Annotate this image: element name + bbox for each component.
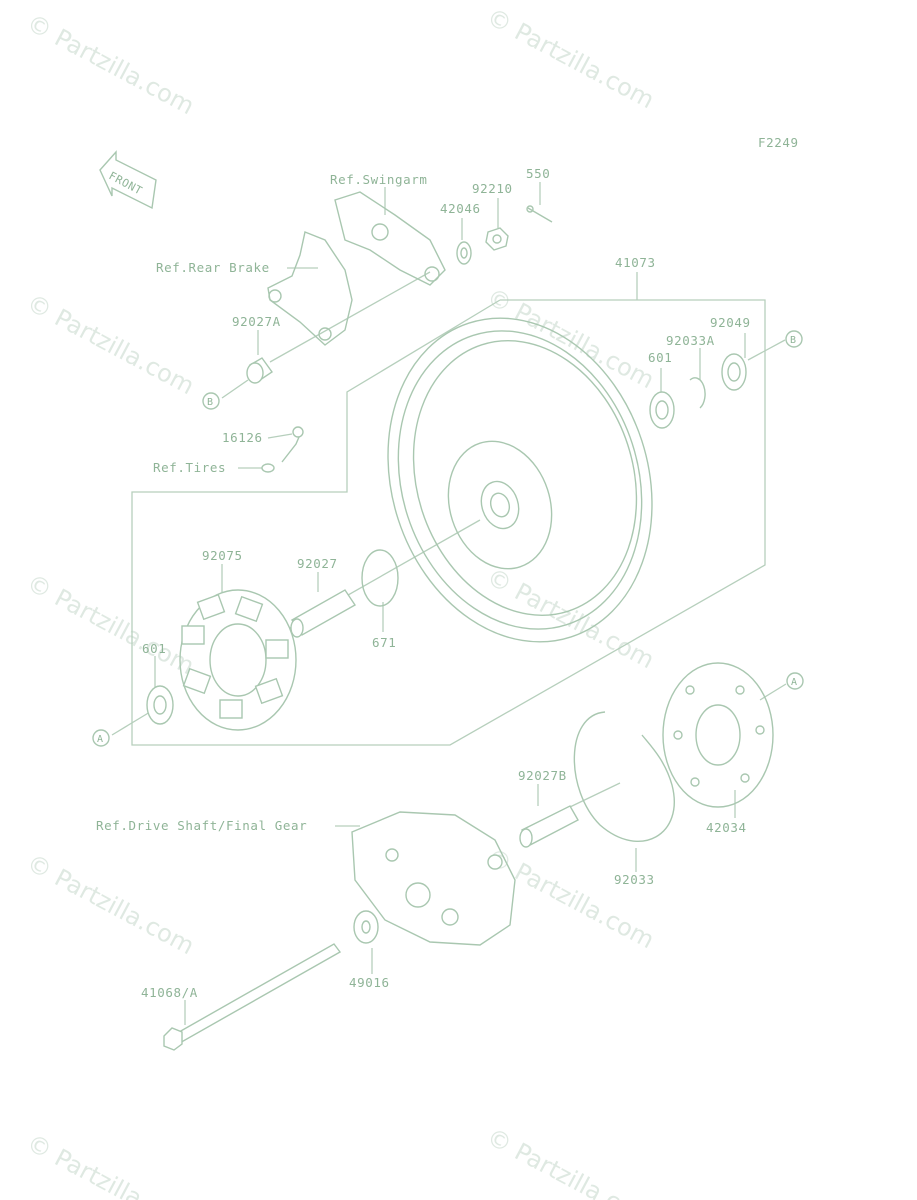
part-601-bearing-top — [649, 391, 675, 429]
part-671-o-ring — [361, 549, 399, 607]
label-41073: 41073 — [615, 255, 656, 270]
part-41068a-axle — [163, 943, 342, 1051]
label-49016: 49016 — [349, 975, 390, 990]
label-92033: 92033 — [614, 872, 655, 887]
label-42046: 42046 — [440, 201, 481, 216]
watermark: © Partzilla.com — [22, 289, 199, 401]
label-601-left: 601 — [142, 641, 166, 656]
marker-a-right: A — [791, 677, 798, 688]
marker-b-right: B — [790, 335, 797, 346]
part-16126-valve — [281, 426, 304, 463]
part-41073-wheel — [387, 317, 653, 643]
part-brake-bracket — [267, 231, 353, 346]
assembly-boundary — [131, 272, 766, 746]
watermark: © Partzilla.com — [482, 283, 659, 395]
marker-b-left: B — [207, 397, 214, 408]
label-41068a: 41068/A — [141, 985, 198, 1000]
label-42034: 42034 — [706, 820, 747, 835]
part-labels: Ref.Swingarm 550 92210 42046 Ref.Rear Br… — [96, 166, 751, 1000]
watermark: © Partzilla.com — [22, 9, 199, 121]
label-550: 550 — [526, 166, 550, 181]
watermark: © Partzilla.com — [22, 1129, 199, 1200]
marker-a-left: A — [97, 734, 104, 745]
front-arrow-icon: FRONT — [99, 150, 157, 210]
label-671: 671 — [372, 635, 396, 650]
part-92033-ring — [573, 711, 675, 842]
part-tire-valve-cap — [261, 463, 275, 473]
part-92033a-circlip — [689, 377, 706, 409]
watermark: © Partzilla.com — [482, 563, 659, 675]
part-92027-collar — [290, 589, 357, 638]
label-601-top: 601 — [648, 350, 672, 365]
label-ref-drive-shaft: Ref.Drive Shaft/Final Gear — [96, 818, 307, 833]
label-ref-rear-brake: Ref.Rear Brake — [156, 260, 270, 275]
part-550-cotter-pin — [526, 205, 553, 223]
part-swingarm — [334, 191, 446, 286]
label-ref-swingarm: Ref.Swingarm — [330, 172, 428, 187]
part-42034-hub — [662, 662, 774, 808]
label-92027a: 92027A — [232, 314, 281, 329]
label-92027: 92027 — [297, 556, 338, 571]
watermark: © Partzilla.com — [482, 1123, 659, 1200]
label-92049: 92049 — [710, 315, 751, 330]
watermark: © Partzilla.com — [482, 3, 659, 115]
watermark: © Partzilla.com — [22, 569, 199, 681]
reference-markers: B B A A — [92, 330, 804, 747]
part-42046-washer — [456, 241, 472, 265]
part-92075-damper — [179, 589, 297, 731]
label-92210: 92210 — [472, 181, 513, 196]
label-ref-tires: Ref.Tires — [153, 460, 226, 475]
part-49016-washer — [353, 910, 379, 944]
label-92033a: 92033A — [666, 333, 715, 348]
part-final-gear-case — [351, 811, 516, 946]
part-92027a-collar — [246, 357, 273, 384]
label-16126: 16126 — [222, 430, 263, 445]
label-92027b: 92027B — [518, 768, 567, 783]
part-601-bearing-left — [146, 685, 174, 725]
label-92075: 92075 — [202, 548, 243, 563]
watermark: © Partzilla.com — [22, 849, 199, 961]
figure-code: F2249 — [758, 135, 799, 150]
part-92049-seal — [721, 353, 747, 391]
watermark: © Partzilla.com — [482, 843, 659, 955]
part-92027b-collar — [519, 805, 579, 848]
part-92210-nut — [485, 227, 509, 251]
